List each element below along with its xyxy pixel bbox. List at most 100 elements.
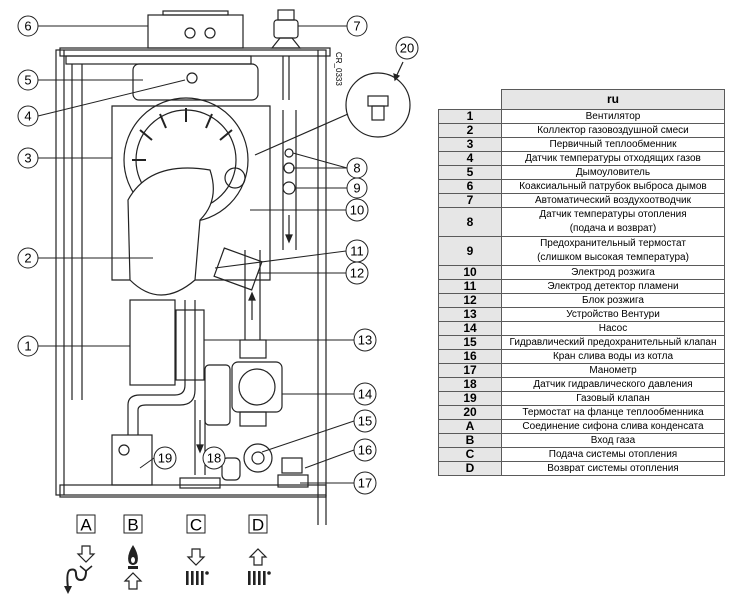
callout-circle — [353, 471, 377, 495]
callout-11: 11 — [214, 239, 369, 269]
condensate-drain-icon — [64, 545, 96, 594]
leader-line — [304, 449, 355, 469]
legend-description-line: (подача и возврат) — [569, 223, 657, 234]
connection-label: A — [80, 516, 92, 535]
callout-19: 19 — [139, 446, 177, 470]
legend-key: 16 — [438, 349, 502, 364]
leader-line — [261, 420, 355, 453]
up-arrow-icon — [248, 548, 268, 566]
up-arrow-icon — [123, 572, 143, 590]
smoke-collector — [132, 63, 259, 101]
callout-7: 7 — [298, 15, 368, 37]
callout-label: 5 — [24, 73, 31, 88]
legend-key: D — [438, 461, 502, 476]
callout-circle — [153, 446, 177, 470]
callout-circle — [17, 247, 39, 269]
legend-description: Насос — [501, 321, 725, 336]
callout-17: 17 — [300, 471, 377, 495]
callout-16: 16 — [304, 438, 377, 469]
callout-label: 14 — [358, 387, 372, 402]
heating-return-radiator-icon — [248, 548, 271, 585]
callout-label: 9 — [353, 181, 360, 196]
legend-description: Коллектор газовоздушной смеси — [501, 123, 725, 138]
connection-label: B — [127, 516, 138, 535]
callout-circle — [345, 261, 369, 285]
callout-circle — [353, 409, 377, 433]
ignition-unit — [213, 247, 263, 291]
callout-8: 8 — [292, 152, 368, 179]
callout-circle — [17, 335, 39, 357]
callout-20: 20 — [395, 36, 419, 60]
callout-circle — [17, 15, 39, 37]
callout-label: 12 — [350, 266, 364, 281]
legend-description: Электрод розжига — [501, 265, 725, 280]
callout-circle — [17, 69, 39, 91]
legend-description: Термостат на фланце теплообменника — [501, 405, 725, 420]
leader-line — [214, 250, 347, 269]
callout-2: 2 — [17, 247, 153, 269]
leader-line — [37, 79, 186, 117]
callout-label: 2 — [24, 251, 31, 266]
connection-label-box — [76, 514, 96, 534]
legend-description-line: (слишком высокая температура) — [537, 252, 689, 263]
legend-description: Возврат системы отопления — [501, 461, 725, 476]
connection-label-box — [123, 514, 143, 534]
gas-flame-inlet-icon — [123, 545, 143, 590]
callout-12: 12 — [258, 261, 369, 285]
legend-key: 15 — [438, 335, 502, 350]
callout-circle — [353, 328, 377, 352]
callout-15: 15 — [261, 409, 377, 453]
legend-description: Датчик температуры отопления (подача и во… — [501, 207, 725, 237]
legend-key: C — [438, 447, 502, 462]
legend-key: 7 — [438, 193, 502, 208]
callout-13: 13 — [204, 328, 377, 352]
legend-description: Дымоуловитель — [501, 165, 725, 180]
connection-label: D — [252, 516, 264, 535]
legend-key: 17 — [438, 363, 502, 378]
callout-label: 4 — [24, 109, 31, 124]
legend-description: Вентилятор — [501, 109, 725, 124]
callout-circle — [353, 438, 377, 462]
legend-key: 2 — [438, 123, 502, 138]
venturi — [175, 309, 205, 381]
legend-description: Газовый клапан — [501, 391, 725, 406]
connection-A: A — [64, 514, 96, 594]
legend-corner-cell — [439, 90, 502, 110]
legend-description: Кран слива воды из котла — [501, 349, 725, 364]
legend-row: 9 Предохранительный термостат (слишком выс… — [438, 236, 725, 266]
legend-key: 9 — [438, 236, 502, 266]
callout-label: 13 — [358, 333, 372, 348]
legend-key: 10 — [438, 265, 502, 280]
legend-description: Электрод детектор пламени — [501, 279, 725, 294]
callout-label: 8 — [353, 161, 360, 176]
legend-row: 8 Датчик температуры отопления (подача и в… — [438, 207, 725, 237]
callout-9: 9 — [295, 177, 368, 199]
flame-icon — [128, 545, 138, 565]
legend-description: Коаксиальный патрубок выброса дымов — [501, 179, 725, 194]
legend-description: Вход газа — [501, 433, 725, 448]
thermostat-detail — [254, 61, 411, 156]
legend-description-line: Предохранительный термостат — [540, 238, 686, 249]
boiler-body — [55, 9, 331, 525]
legend-description: Датчик гидравлического давления — [501, 377, 725, 392]
callout-label: 18 — [207, 451, 221, 466]
leader-line — [139, 457, 155, 469]
legend-description: Автоматический воздухоотводчик — [501, 193, 725, 208]
legend-key: 8 — [438, 207, 502, 237]
legend-description-line: Датчик температуры отопления — [539, 209, 687, 220]
radiator-icon — [248, 571, 271, 585]
legend-description: Предохранительный термостат (слишком высо… — [501, 236, 725, 266]
